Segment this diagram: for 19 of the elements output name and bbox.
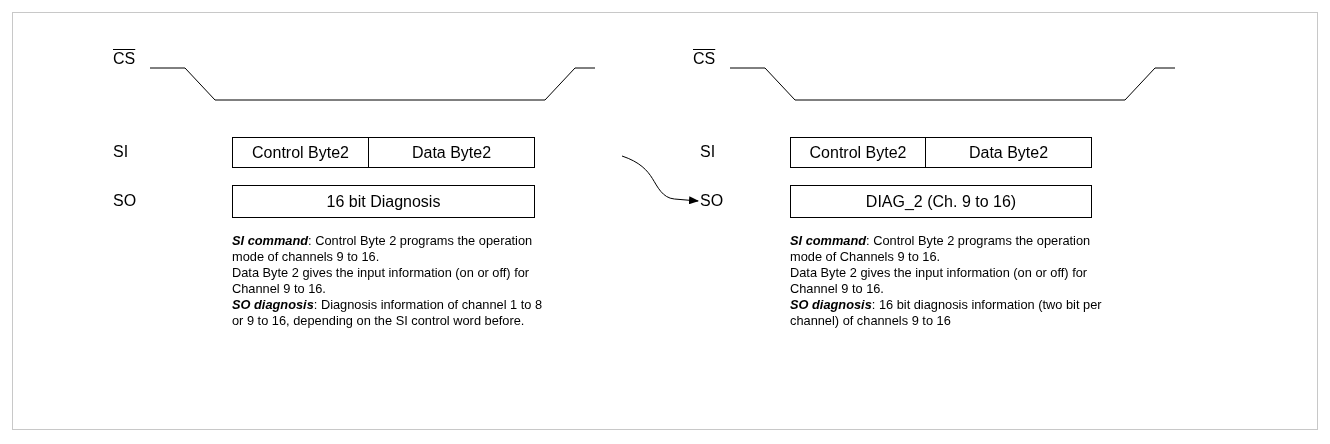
description-text: Data Byte 2 gives the input information (on or off) for Channel 9 to 16. bbox=[232, 265, 531, 297]
description-text: SO diagnosis: Diagnosis information of channel 1 to 8 or 9 to 16, depending on the SI control word before. bbox=[232, 297, 544, 329]
register-field: Data Byte2 bbox=[368, 137, 535, 168]
signal-name: SI bbox=[113, 143, 129, 161]
arrow bbox=[621, 155, 699, 205]
register-field: DIAG_2 (Ch. 9 to 16) bbox=[790, 185, 1092, 218]
register-field: Control Byte2 bbox=[232, 137, 369, 168]
signal-name: SO bbox=[700, 192, 724, 210]
signal-name: CS bbox=[693, 50, 716, 68]
signal-name: CS bbox=[113, 50, 136, 68]
register-field: Data Byte2 bbox=[925, 137, 1092, 168]
description-text: Data Byte 2 gives the input information (on or off) for Channel 9 to 16. bbox=[790, 265, 1089, 297]
description-text: SO diagnosis: 16 bit diagnosis information (two bit per channel) of channels 9 to 16 bbox=[790, 297, 1102, 329]
register-field: 16 bit Diagnosis bbox=[232, 185, 535, 218]
description-text: SI command: Control Byte 2 programs the operation mode of Channels 9 to 16. bbox=[790, 233, 1092, 265]
description-text: SI command: Control Byte 2 programs the operation mode of channels 9 to 16. bbox=[232, 233, 534, 265]
register-field: Control Byte2 bbox=[790, 137, 926, 168]
signal-name: SI bbox=[700, 143, 716, 161]
signal-name: SO bbox=[113, 192, 137, 210]
